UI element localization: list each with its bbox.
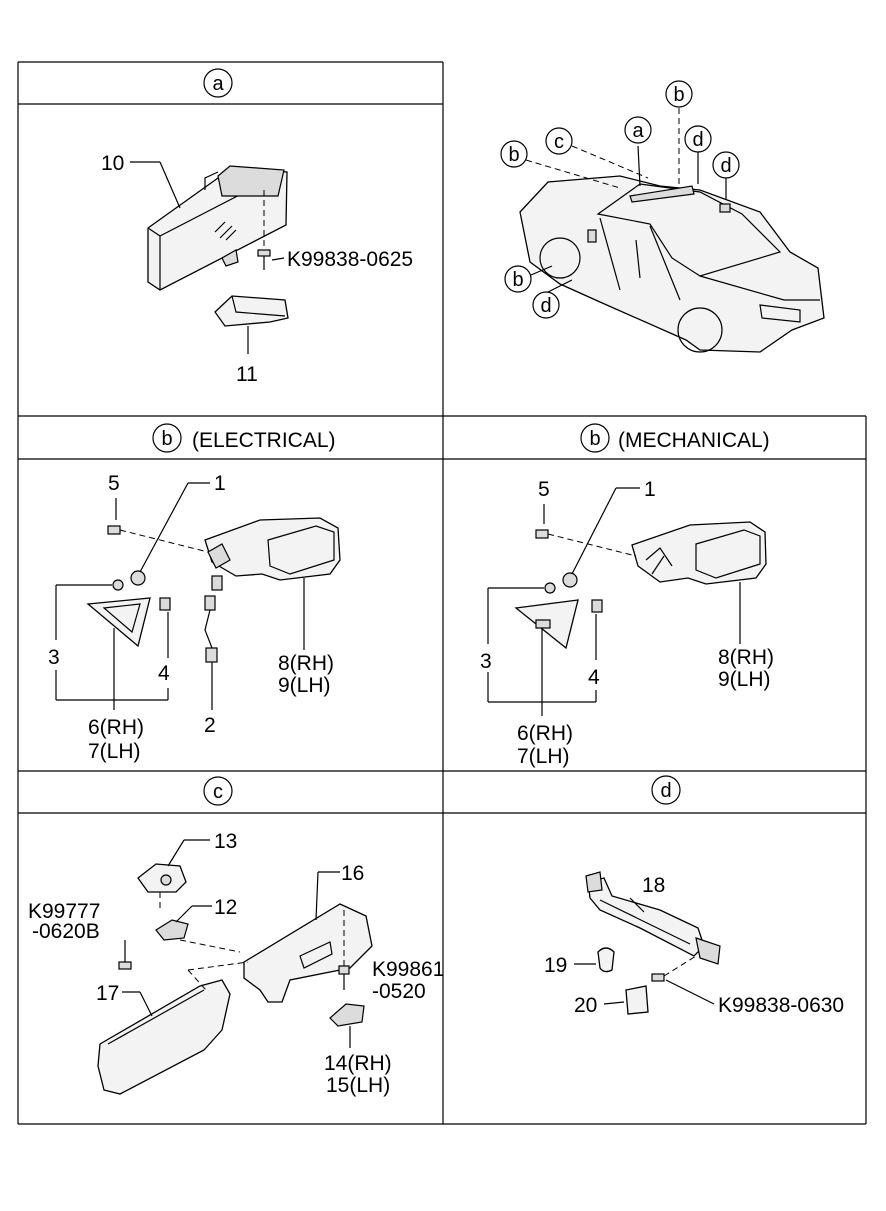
label-e-trim-rh: 6(RH) xyxy=(88,716,144,739)
visor-bracket-drawing xyxy=(137,863,187,910)
label-m-cap: 1 xyxy=(644,478,656,501)
label-e-trim-lh: 7(LH) xyxy=(88,740,141,763)
panel-b-mechanical-title: (MECHANICAL) xyxy=(618,429,770,452)
mechanical-mirror-drawing xyxy=(631,521,767,585)
label-m-mirror-lh: 9(LH) xyxy=(718,668,771,691)
electrical-small-parts xyxy=(86,525,209,648)
label-visor-clip-lh: 15(LH) xyxy=(326,1074,390,1097)
label-m-pad: 4 xyxy=(588,666,600,689)
callout-b-2: b xyxy=(673,84,684,106)
panel-a-letter: a xyxy=(212,73,224,95)
label-m-trim-lh: 7(LH) xyxy=(517,745,570,768)
label-e-pad: 4 xyxy=(158,662,170,685)
label-handle-clip: 19 xyxy=(544,954,567,977)
mechanical-small-parts xyxy=(514,529,637,650)
label-m-screw: 5 xyxy=(538,478,550,501)
handle-cover-drawing xyxy=(625,985,649,1015)
panel-b-mechanical-header: b (MECHANICAL) xyxy=(580,423,770,453)
label-e-screw: 5 xyxy=(108,472,120,495)
panel-d-letter: d xyxy=(660,780,671,802)
mirror-cover-drawing xyxy=(214,295,289,327)
label-handle-screw: K99838-0630 xyxy=(718,994,844,1017)
label-e-mirror-rh: 8(RH) xyxy=(278,652,334,675)
visor-clip-drawing xyxy=(329,1003,365,1027)
callout-d-3: d xyxy=(540,295,551,317)
label-m-mirror-rh: 8(RH) xyxy=(718,646,774,669)
panel-b-electrical-letter: b xyxy=(161,428,172,450)
label-visor-clip-rh: 14(RH) xyxy=(324,1052,392,1075)
visor-lh-drawing xyxy=(97,961,249,1095)
car-locator-drawing xyxy=(519,175,825,353)
label-mirror-screw: K99838-0625 xyxy=(287,248,413,271)
label-visor-rh: 16 xyxy=(341,862,364,885)
label-visor-holder: 12 xyxy=(214,896,237,919)
callout-a: a xyxy=(632,120,644,142)
label-m-trim-rh: 6(RH) xyxy=(517,722,573,745)
electrical-mirror-drawing xyxy=(204,517,341,710)
label-m-bracket: 3 xyxy=(480,650,492,673)
inside-mirror-drawing xyxy=(147,165,288,291)
assist-handle-drawing xyxy=(585,871,721,965)
callout-c-1: c xyxy=(554,131,564,153)
label-visor-screw-a1: K99777 xyxy=(28,900,100,923)
label-e-bracket: 3 xyxy=(48,646,60,669)
panel-b-electrical-header: b (ELECTRICAL) xyxy=(152,423,336,453)
callout-d-2: d xyxy=(720,155,731,177)
visor-screw-left-drawing xyxy=(118,940,132,970)
label-e-mirror-lh: 9(LH) xyxy=(278,674,331,697)
label-inside-mirror: 10 xyxy=(101,152,124,175)
visor-holder-drawing xyxy=(155,919,241,953)
label-assist-handle: 18 xyxy=(642,874,665,897)
label-visor-bracket: 13 xyxy=(214,830,237,853)
callout-b-1: b xyxy=(508,144,519,166)
mirror-screw-drawing xyxy=(257,190,271,270)
label-visor-screw-a2: -0620B xyxy=(32,920,100,943)
panel-d-header: d xyxy=(651,775,681,805)
handle-clip-drawing xyxy=(597,947,615,973)
label-visor-screw-b2: -0520 xyxy=(372,980,426,1003)
label-e-harness: 2 xyxy=(204,714,216,737)
panel-c-header: c xyxy=(203,776,233,806)
panel-a-header: a xyxy=(203,68,233,98)
label-e-cap: 1 xyxy=(214,472,226,495)
callout-b-3: b xyxy=(512,269,523,291)
panel-c-letter: c xyxy=(213,781,223,803)
label-handle-cover: 20 xyxy=(574,994,597,1017)
panel-b-mechanical-letter: b xyxy=(589,428,600,450)
car-callouts: b c a b d d b d xyxy=(500,80,740,319)
panel-b-electrical-title: (ELECTRICAL) xyxy=(192,429,336,452)
label-mirror-cover: 11 xyxy=(236,363,258,386)
panel-grid xyxy=(17,61,867,1125)
callout-d-1: d xyxy=(692,129,703,151)
visor-rh-drawing xyxy=(243,903,373,1003)
label-visor-screw-b1: K99861 xyxy=(372,958,444,981)
handle-screw-drawing xyxy=(651,955,697,982)
label-visor-lh: 17 xyxy=(96,982,119,1005)
